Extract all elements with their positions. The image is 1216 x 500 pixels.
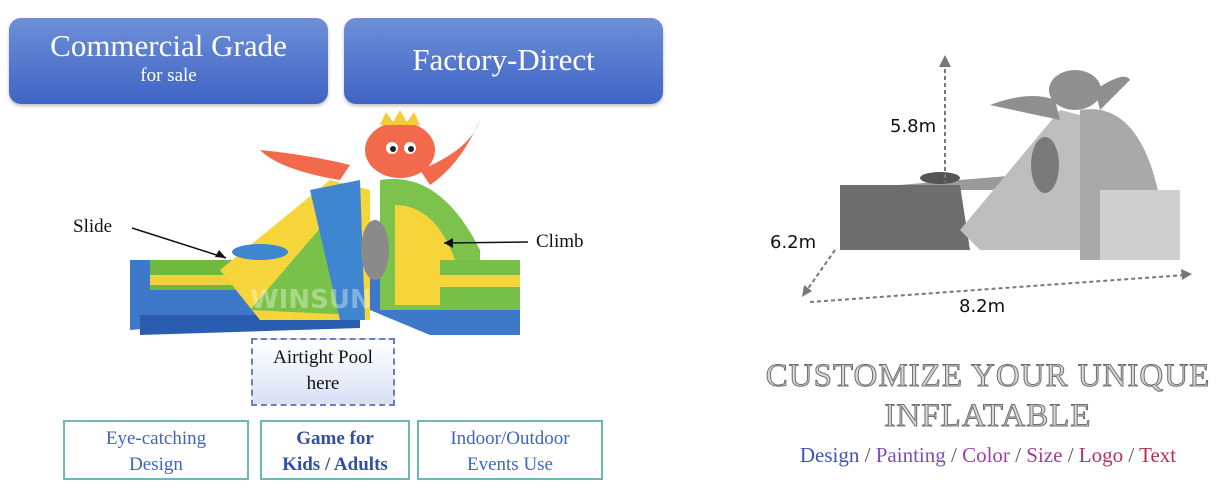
feature-kids-adults: Game for Kids / Adults [260,420,410,480]
octopus-crown [380,110,420,125]
pool-line1: Airtight Pool [273,347,373,368]
climb-label: Climb [536,231,584,252]
feature-line2: Events Use [466,454,553,475]
pool-line2: here [306,373,340,394]
customize-line1: CUSTOMIZE YOUR UNIQUE [765,358,1211,395]
badge-title: Factory-Direct [412,42,595,77]
feature-line1: Indoor/Outdoor [450,428,570,449]
shark-figure [361,220,389,280]
octopus-tentacle-right [420,120,480,185]
option-design: Design [799,443,860,467]
badge-title: Commercial Grade [50,28,287,63]
feature-line2: Kids / Adults [282,454,388,475]
customize-heading: CUSTOMIZE YOUR UNIQUE INFLATABLE [760,356,1216,436]
width-dimension: 6.2m [770,232,817,253]
octopus-tentacle-left [260,150,350,180]
factory-direct-badge: Factory-Direct [344,18,663,104]
gray-slide [960,110,1100,250]
feature-indoor-outdoor: Indoor/Outdoor Events Use [417,420,603,480]
customization-options: Design / Painting / Color / Size / Logo … [799,443,1177,467]
inflatable-dimension-illustration [802,55,1192,303]
slide-arrow [131,227,227,259]
length-dimension: 8.2m [959,296,1006,317]
option-painting: Painting [875,443,946,467]
gray-octopus-head [1049,70,1101,110]
height-dimension: 5.8m [890,116,937,137]
slide-label: Slide [73,216,113,237]
commercial-grade-badge: Commercial Grade for sale [9,18,328,104]
dolphin-figure [232,244,288,260]
airtight-pool-callout: Airtight Pool here [251,338,395,406]
option-text: Text [1139,443,1177,467]
inflatable-color-illustration: WINSUN [130,110,520,335]
octopus-head [365,122,435,178]
customize-line2: INFLATABLE [884,398,1092,435]
feature-eye-catching: Eye-catching Design [63,420,249,480]
option-size: Size [1026,443,1063,467]
feature-line2: Design [129,454,183,475]
option-color: Color [962,443,1010,467]
option-logo: Logo [1078,443,1124,467]
gray-right-wall [1100,190,1180,260]
feature-line1: Eye-catching [105,428,207,449]
brand-watermark: WINSUN [250,285,372,315]
width-arrow [804,249,836,294]
feature-line1: Game for [296,428,374,449]
badge-subtitle: for sale [140,65,197,86]
climb-arrow [443,241,529,244]
